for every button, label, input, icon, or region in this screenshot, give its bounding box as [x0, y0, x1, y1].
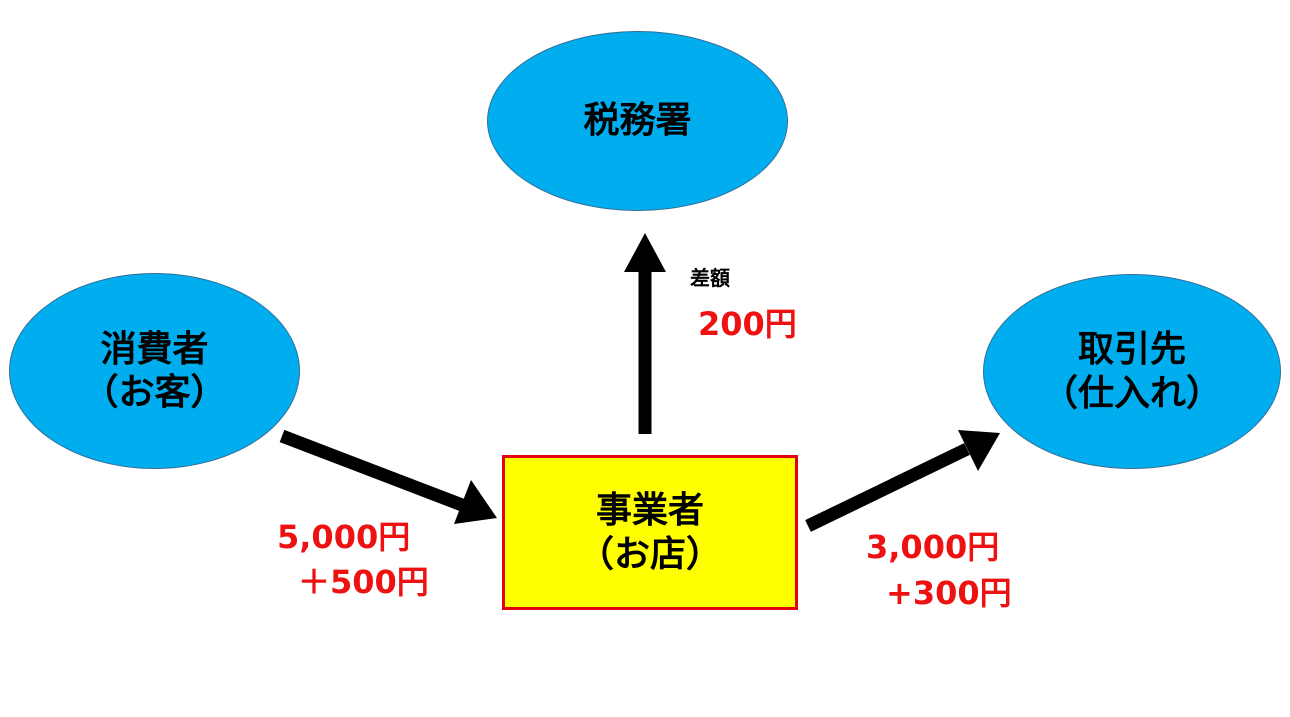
supplier-label: 取引先: [1077, 329, 1186, 371]
business-node: 事業者 （お店）: [502, 455, 798, 610]
supplier-payment-tax: +300円: [886, 574, 1012, 612]
supplier-sublabel: （仕入れ）: [1041, 372, 1222, 414]
consumer-sublabel: （お客）: [82, 372, 227, 413]
tax-office-node: 税務署: [487, 31, 788, 211]
supplier-payment-amount: 3,000円: [866, 528, 1000, 566]
arrow-business-to-supplier: [805, 430, 1000, 532]
arrow-business-to-tax: [624, 233, 666, 434]
business-sublabel: （お店）: [577, 533, 722, 575]
tax-payment-amount: 200円: [698, 305, 797, 343]
consumer-label: 消費者: [100, 328, 209, 370]
supplier-node: 取引先 （仕入れ）: [983, 274, 1281, 469]
consumer-payment-tax: ＋500円: [298, 563, 429, 601]
tax-office-label: 税務署: [583, 100, 692, 142]
difference-caption: 差額: [690, 266, 730, 290]
arrow-consumer-to-business: [279, 429, 497, 524]
consumer-payment-amount: 5,000円: [277, 518, 411, 556]
business-label: 事業者: [595, 490, 704, 532]
consumer-node: 消費者 （お客）: [9, 273, 300, 469]
